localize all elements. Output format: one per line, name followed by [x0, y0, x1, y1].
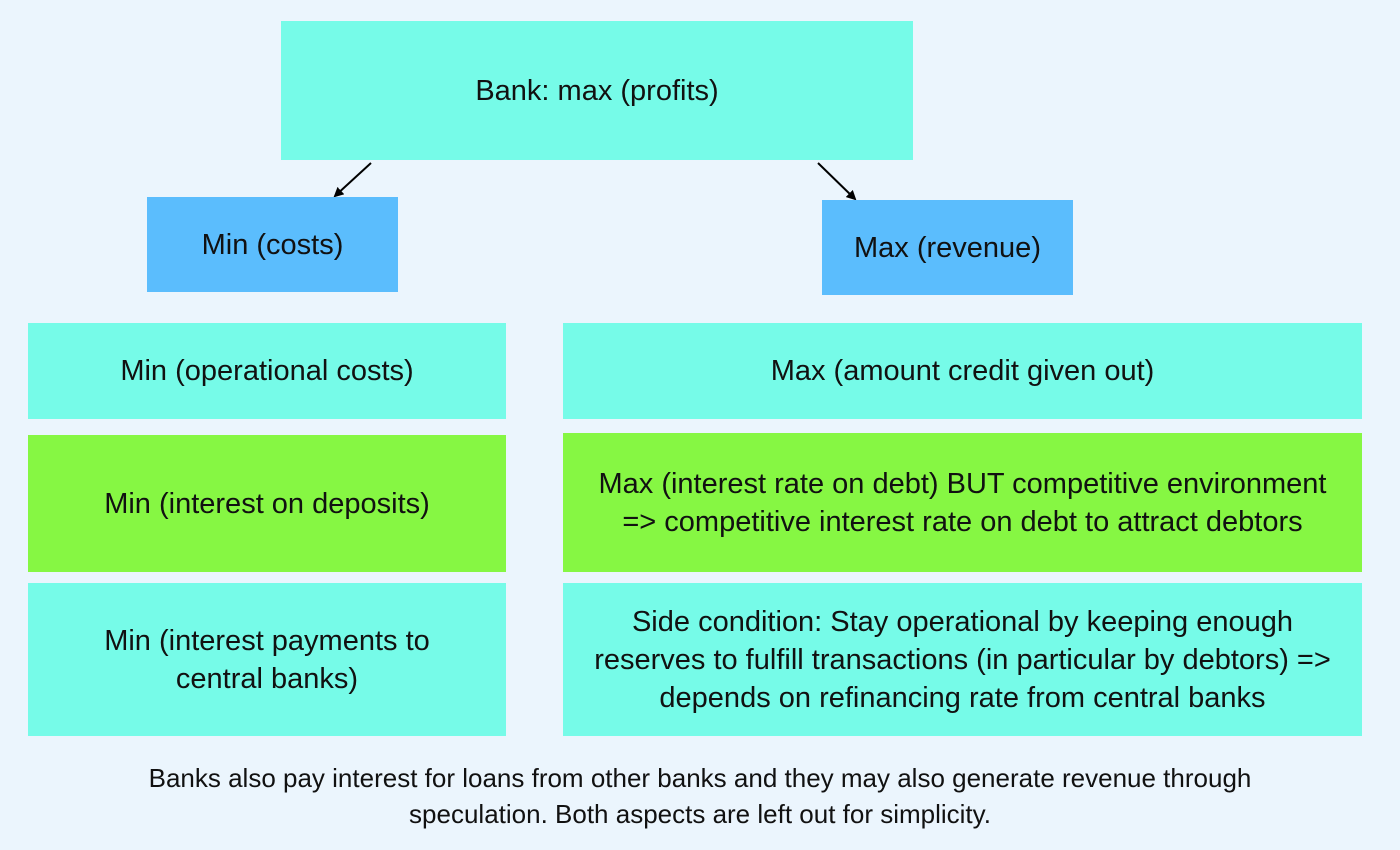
central-bank-payments-label: Min (interest payments to central banks) — [104, 624, 430, 695]
operational-costs-label: Min (operational costs) — [120, 355, 414, 387]
operational-costs-box: Min (operational costs) — [28, 323, 506, 419]
costs-node: Min (costs) — [147, 197, 398, 292]
credit-amount-label: Max (amount credit given out) — [770, 355, 1155, 387]
interest-rate-label: Max (interest rate on debt) BUT competit… — [598, 467, 1327, 538]
revenue-node-label: Max (revenue) — [854, 231, 1041, 264]
side-condition-label: Side condition: Stay operational by keep… — [594, 605, 1331, 714]
arrow-to-revenue — [817, 162, 857, 201]
credit-amount-box: Max (amount credit given out) — [563, 323, 1362, 419]
interest-rate-box: Max (interest rate on debt) BUT competit… — [563, 433, 1362, 572]
root-node-label: Bank: max (profits) — [475, 74, 719, 107]
revenue-node: Max (revenue) — [822, 200, 1073, 295]
interest-on-deposits-box: Min (interest on deposits) — [28, 435, 506, 572]
root-node: Bank: max (profits) — [281, 21, 913, 160]
arrow-to-costs — [333, 162, 372, 198]
interest-on-deposits-label: Min (interest on deposits) — [104, 487, 430, 520]
side-condition-box: Side condition: Stay operational by keep… — [563, 583, 1362, 736]
footnote: Banks also pay interest for loans from o… — [148, 763, 1252, 829]
costs-node-label: Min (costs) — [201, 228, 344, 261]
central-bank-payments-box: Min (interest payments to central banks) — [28, 583, 506, 736]
